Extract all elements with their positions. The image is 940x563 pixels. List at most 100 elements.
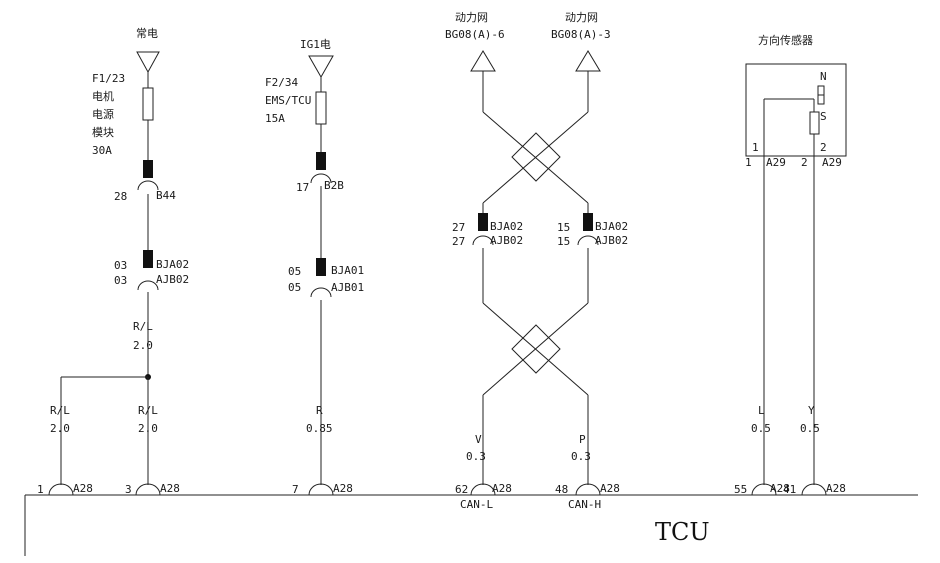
fuse-id: F2/34 — [265, 76, 298, 89]
wire-size-right: 0.5 — [800, 422, 820, 435]
connector-name-b: AJB01 — [331, 281, 364, 294]
network-arrow-icon — [575, 50, 601, 72]
terminal-conn: A28 — [73, 482, 93, 495]
wire-color: R — [316, 404, 323, 417]
connector-name-b: AJB02 — [156, 273, 189, 286]
twisted-pair-symbol — [511, 132, 561, 182]
terminal-socket-icon — [801, 483, 827, 496]
terminal-conn: A28 — [826, 482, 846, 495]
net-right-label: 动力网 — [565, 11, 598, 24]
net-left-code: BG08(A)-6 — [445, 28, 505, 41]
connector-name-b: AJB02 — [490, 234, 523, 247]
connector-socket-icon — [472, 235, 494, 246]
net-left-label: 动力网 — [455, 11, 488, 24]
terminal-pin: 62 — [455, 483, 468, 496]
connector-name-a: BJA02 — [595, 220, 628, 233]
wire-size-left: 0.5 — [751, 422, 771, 435]
pole-s-label: S — [820, 110, 827, 123]
terminal-pin: 48 — [555, 483, 568, 496]
terminal-socket-icon — [575, 483, 601, 496]
fuse-symbol — [142, 87, 154, 121]
branch-left-size: 2.0 — [50, 422, 70, 435]
connector-pin-icon — [583, 213, 593, 231]
sensor-pin-left: 1 — [752, 141, 759, 154]
wire-color: R/L — [133, 320, 153, 333]
wire-size-right: 0.3 — [571, 450, 591, 463]
sensor-conn-left: A29 — [766, 156, 786, 169]
terminal-pin: 3 — [125, 483, 132, 496]
tcu-module: TCU — [24, 494, 918, 556]
column-can-bus: 动力网 BG08(A)-6 动力网 BG08(A)-3 27 BJA02 27 … — [445, 11, 628, 511]
terminal-socket-icon — [470, 483, 496, 496]
signal-label: CAN-L — [460, 498, 493, 511]
terminal-conn: A28 — [600, 482, 620, 495]
signal-label: CAN-H — [568, 498, 601, 511]
connector-name-a: BJA02 — [490, 220, 523, 233]
terminal-pin: 7 — [292, 483, 299, 496]
connector-socket-icon — [310, 173, 332, 184]
connector-pin: 17 — [296, 181, 309, 194]
connector-pin-b: 03 — [114, 274, 127, 287]
power-source-symbol — [308, 55, 334, 79]
column-ig1-power: IG1电 F2/34 EMS/TCU 15A 17 B2B 05 BJA01 0… — [265, 38, 364, 496]
connector-pin-icon — [316, 258, 326, 276]
fuse-id: F1/23 — [92, 72, 125, 85]
connector-name-a: BJA02 — [156, 258, 189, 271]
connector-pin-b: 15 — [557, 235, 570, 248]
power-source-symbol — [136, 51, 160, 74]
branch-left-color: R/L — [50, 404, 70, 417]
terminal-conn: A28 — [160, 482, 180, 495]
sensor-pin-left-bottom: 1 — [745, 156, 752, 169]
connector-name: B44 — [156, 189, 176, 202]
sensor-box — [745, 63, 847, 157]
sensor-conn-right: A29 — [822, 156, 842, 169]
terminal-socket-icon — [308, 483, 334, 496]
connector-name-a: BJA01 — [331, 264, 364, 277]
terminal-socket-icon — [135, 483, 161, 496]
module-label: TCU — [655, 518, 710, 546]
terminal-conn: A28 — [492, 482, 512, 495]
wire-color-right: Y — [808, 404, 815, 417]
fuse-rating: 15A — [265, 112, 285, 125]
connector-pin-icon — [143, 250, 153, 268]
connector-pin-icon — [316, 152, 326, 170]
pole-n-label: N — [820, 70, 827, 83]
connector-pin-b: 05 — [288, 281, 301, 294]
fuse-desc: EMS/TCU — [265, 94, 311, 107]
wire-size: 0.85 — [306, 422, 333, 435]
connector-pin-icon — [143, 160, 153, 178]
terminal-conn: A28 — [333, 482, 353, 495]
sensor-pin-right: 2 — [820, 141, 827, 154]
connector-socket-icon — [137, 180, 159, 191]
branch-right-size: 2.0 — [138, 422, 158, 435]
fuse-desc-3: 模块 — [92, 126, 114, 139]
connector-socket-icon — [310, 287, 332, 298]
connector-pin-icon — [478, 213, 488, 231]
terminal-pin: 1 — [37, 483, 44, 496]
terminal-pin: 55 — [734, 483, 747, 496]
fuse-rating: 30A — [92, 144, 112, 157]
connector-pin-b: 27 — [452, 235, 465, 248]
terminal-conn: A28 — [770, 482, 790, 495]
column-direction-sensor: 方向传感器 N S 1 2 1 A29 2 A29 L 0.5 Y 0.5 55… — [734, 33, 847, 496]
wire-size: 2.0 — [133, 339, 153, 352]
connector-pin-a: 27 — [452, 221, 465, 234]
source-label: IG1电 — [300, 38, 331, 51]
connector-socket-icon — [137, 280, 159, 291]
fuse-desc-2: 电源 — [92, 107, 114, 121]
terminal-pin: 41 — [783, 483, 796, 496]
wire-color-right: P — [579, 433, 586, 446]
connector-pin-a: 05 — [288, 265, 301, 278]
sensor-pin-right-bottom: 2 — [801, 156, 808, 169]
network-arrow-icon — [470, 50, 496, 72]
source-label: 常电 — [136, 27, 158, 40]
hall-element-icon — [809, 111, 820, 135]
terminal-socket-icon — [48, 483, 74, 496]
connector-pin-a: 03 — [114, 259, 127, 272]
connector-name: B2B — [324, 179, 344, 192]
connector-pin-a: 15 — [557, 221, 570, 234]
fuse-symbol — [315, 91, 327, 125]
branch-right-color: R/L — [138, 404, 158, 417]
wire-size-left: 0.3 — [466, 450, 486, 463]
sensor-title: 方向传感器 — [758, 33, 813, 47]
